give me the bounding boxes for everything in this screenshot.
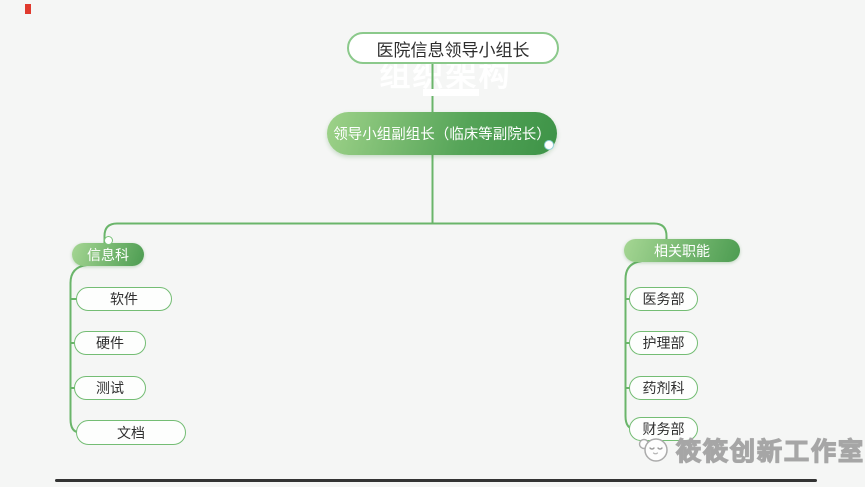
watermark: 筱筱创新工作室 bbox=[636, 432, 865, 468]
node-branch-information-dept[interactable]: 信息科 bbox=[72, 243, 144, 266]
node-leaf-documents[interactable]: 文档 bbox=[76, 420, 186, 445]
node-root[interactable]: 医院信息领导小组长 bbox=[347, 32, 559, 64]
node-leaf-medical-affairs[interactable]: 医务部 bbox=[629, 287, 698, 311]
panda-face-icon bbox=[638, 438, 668, 462]
node-leaf-finance[interactable]: 财务部 bbox=[629, 417, 698, 441]
title-underline bbox=[423, 89, 479, 96]
node-leaf-hardware[interactable]: 硬件 bbox=[74, 331, 146, 355]
node-branch-related-functions[interactable]: 相关职能 bbox=[624, 239, 740, 262]
cursor-mark bbox=[25, 4, 31, 14]
node-deputy[interactable]: 领导小组副组长（临床等副院长） bbox=[327, 112, 557, 155]
bottom-divider bbox=[55, 479, 817, 482]
collapse-dot[interactable] bbox=[544, 140, 554, 150]
node-leaf-software[interactable]: 软件 bbox=[76, 287, 172, 311]
watermark-text: 筱筱创新工作室 bbox=[675, 437, 865, 466]
node-leaf-pharmacy[interactable]: 药剂科 bbox=[629, 376, 698, 400]
node-leaf-testing[interactable]: 测试 bbox=[74, 376, 146, 400]
collapse-dot[interactable] bbox=[104, 236, 113, 245]
node-leaf-nursing[interactable]: 护理部 bbox=[629, 331, 698, 355]
